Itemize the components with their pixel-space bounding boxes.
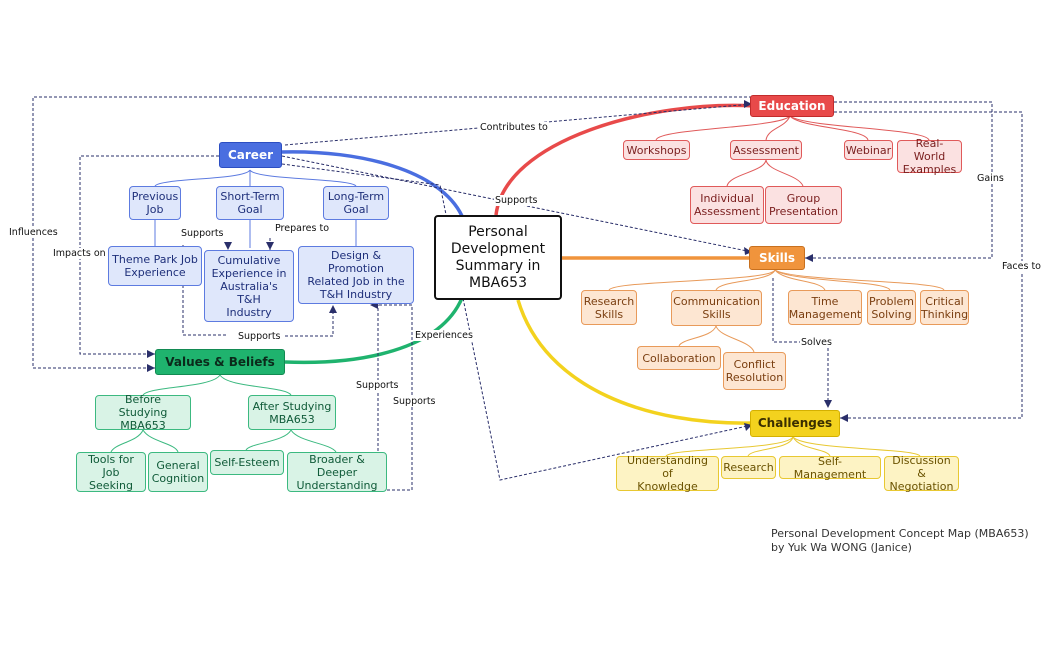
link-label-experiences: Experiences: [414, 330, 474, 341]
branch-career: [281, 150, 464, 217]
self-esteem-node[interactable]: Self-Esteem: [210, 450, 284, 475]
link-label-supports-2: Supports: [392, 396, 437, 407]
individual-assessment-node[interactable]: Individual Assessment: [690, 186, 764, 224]
link-label-gains: Gains: [976, 173, 1005, 184]
cumulative-experience-node[interactable]: Cumulative Experience in Australia's T&H…: [204, 250, 294, 322]
theme-park-job-node[interactable]: Theme Park Job Experience: [108, 246, 202, 286]
tools-job-seeking-node[interactable]: Tools for Job Seeking: [76, 452, 146, 492]
assessment-node[interactable]: Assessment: [730, 140, 802, 160]
link-label-contributes-to: Contributes to: [479, 122, 549, 133]
challenges-connectors: [665, 436, 921, 457]
education-connectors: [655, 115, 930, 187]
after-studying-node[interactable]: After Studying MBA653: [248, 395, 336, 430]
center-topic[interactable]: Personal Development Summary in MBA653: [434, 215, 562, 300]
branch-challenges: [516, 299, 753, 425]
education-node[interactable]: Education: [750, 95, 834, 117]
values-connectors: [110, 374, 337, 453]
link-label-faces-to: Faces to: [1001, 261, 1042, 272]
workshops-node[interactable]: Workshops: [623, 140, 690, 160]
link-label-prepares-to: Prepares to: [274, 223, 331, 234]
link-label-solves: Solves: [800, 337, 833, 348]
map-credit: Personal Development Concept Map (MBA653…: [771, 527, 1029, 555]
self-management-node[interactable]: Self-Management: [779, 455, 881, 481]
career-node[interactable]: Career: [219, 142, 282, 168]
critical-thinking-node[interactable]: Critical Thinking: [920, 290, 969, 325]
link-label-influences: Influences: [8, 227, 59, 238]
link-label-impacts-on: Impacts on: [52, 248, 107, 259]
before-studying-node[interactable]: Before Studying MBA653: [95, 393, 191, 432]
branch-education: [494, 103, 756, 216]
discussion-negotiation-node[interactable]: Discussion & Negotiation: [884, 454, 959, 493]
link-label-supports-skills: Supports: [494, 195, 539, 206]
communication-skills-node[interactable]: Communication Skills: [671, 290, 762, 326]
link-label-supports-1: Supports: [355, 380, 400, 391]
skills-connectors: [608, 269, 945, 353]
design-promotion-job-node[interactable]: Design & Promotion Related Job in the T&…: [298, 246, 414, 304]
group-presentation-node[interactable]: Group Presentation: [765, 186, 842, 224]
research-skills-node[interactable]: Research Skills: [581, 290, 637, 325]
career-connectors: [154, 169, 357, 248]
link-label-supports-design: Supports: [237, 331, 282, 342]
understanding-knowledge-node[interactable]: Understanding of Knowledge: [616, 454, 719, 493]
collaboration-node[interactable]: Collaboration: [637, 346, 721, 370]
previous-job-node[interactable]: Previous Job: [129, 186, 181, 220]
broader-understanding-node[interactable]: Broader & Deeper Understanding: [287, 452, 387, 492]
link-label-supports-cumulative: Supports: [180, 228, 225, 239]
general-cognition-node[interactable]: General Cognition: [148, 452, 208, 492]
credit-author: by Yuk Wa WONG (Janice): [771, 541, 912, 554]
webinar-node[interactable]: Webinar: [844, 140, 893, 160]
research-challenge-node[interactable]: Research: [721, 456, 776, 479]
skills-node[interactable]: Skills: [749, 246, 805, 270]
challenges-node[interactable]: Challenges: [750, 410, 840, 437]
real-world-examples-node[interactable]: Real-World Examples: [897, 137, 962, 176]
credit-title: Personal Development Concept Map (MBA653…: [771, 527, 1029, 540]
time-management-node[interactable]: Time Management: [788, 290, 862, 325]
values-beliefs-node[interactable]: Values & Beliefs: [155, 349, 285, 375]
problem-solving-node[interactable]: Problem Solving: [867, 290, 916, 325]
long-term-goal-node[interactable]: Long-Term Goal: [323, 186, 389, 220]
branch-values: [284, 297, 464, 365]
short-term-goal-node[interactable]: Short-Term Goal: [216, 186, 284, 220]
conflict-resolution-node[interactable]: Conflict Resolution: [723, 352, 786, 390]
